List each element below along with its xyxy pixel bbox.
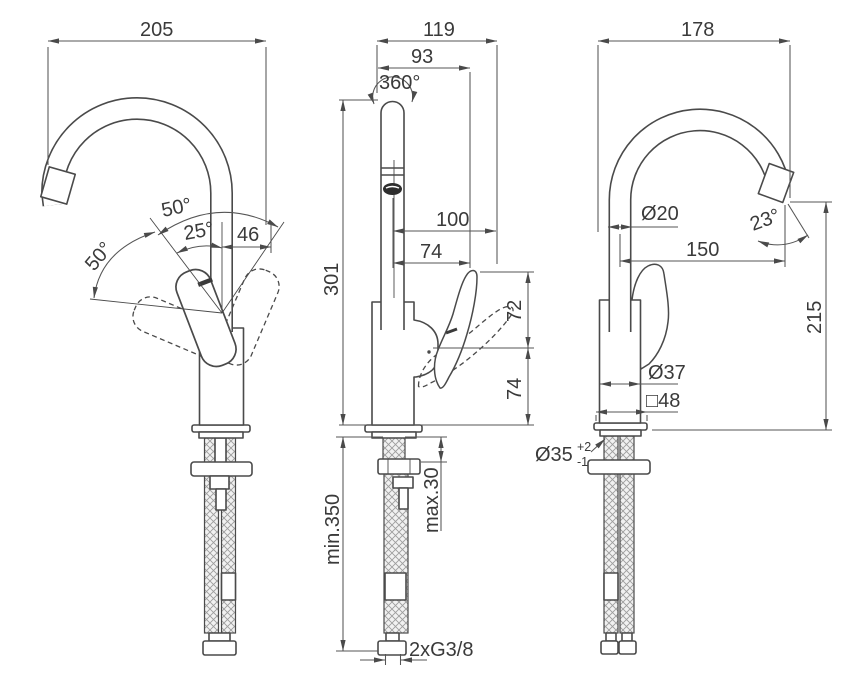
side-handle-positions — [417, 269, 514, 389]
side-base-flange — [364, 424, 423, 439]
dim-back-o35-tolerance: Ø35 +2 -1 — [535, 438, 606, 469]
front-mounting-nut — [209, 475, 230, 490]
dim-label-360deg: 360° — [379, 72, 420, 94]
dim-side-max30: max.30 — [421, 436, 447, 533]
dim-label-o20: Ø20 — [641, 203, 679, 225]
front-spout — [39, 97, 233, 332]
dim-label-74-height: 74 — [504, 378, 526, 400]
front-threaded-stud — [215, 488, 227, 511]
front-view: 205 50° 25° 50° 46 — [39, 19, 285, 656]
dim-front-angle-25: 25° — [176, 218, 223, 254]
dim-side-100: 100 — [392, 198, 497, 268]
side-threaded-stud — [398, 487, 409, 510]
dim-label-46: 46 — [237, 224, 259, 246]
dim-back-o20: Ø20 — [607, 203, 679, 230]
dim-side-min350: min.350 — [322, 436, 447, 652]
front-hose-fitting-neck — [208, 632, 231, 642]
dim-label-205: 205 — [140, 19, 173, 41]
dim-front-overall-width: 205 — [47, 19, 267, 225]
front-supply-hoses — [190, 437, 253, 656]
dim-side-74-horizontal: 74 — [392, 241, 471, 266]
dim-label-25deg: 25° — [182, 218, 216, 245]
dim-side-301: 301 — [321, 99, 534, 426]
dim-label-max30: max.30 — [421, 467, 443, 533]
dim-back-215: 215 — [652, 201, 832, 431]
dim-label-150: 150 — [686, 239, 719, 261]
dim-label-178: 178 — [681, 19, 714, 41]
dim-label-o35-plus: +2 — [577, 440, 591, 454]
back-base-flange — [593, 422, 648, 437]
side-hose-fitting — [377, 640, 407, 656]
dim-label-2xg38: 2xG3/8 — [409, 639, 473, 661]
dim-label-o35: Ø35 — [535, 444, 573, 466]
side-view: 119 93 360° 100 74 301 — [321, 19, 534, 665]
front-spout-nozzle — [39, 166, 77, 205]
back-hose-fitting — [600, 640, 619, 655]
dim-side-74-vertical: 74 — [504, 347, 531, 426]
dim-side-93: 93 — [377, 46, 471, 268]
back-hose-fitting — [618, 640, 637, 655]
side-handle-indicator — [445, 327, 458, 335]
dim-label-72: 72 — [504, 300, 526, 322]
side-stud-nut — [392, 476, 414, 489]
back-mounting-crossbar — [587, 459, 651, 475]
dim-side-360: 360° — [367, 72, 420, 105]
dim-label-sq48: □48 — [646, 390, 680, 412]
dim-label-215: 215 — [804, 301, 826, 334]
side-supply-hoses — [377, 436, 421, 656]
front-mounting-crossbar — [190, 461, 253, 477]
dim-label-301: 301 — [321, 263, 343, 296]
side-mounting-nut — [377, 458, 421, 475]
back-view: 178 Ø20 23° 150 215 Ø37 — [535, 19, 832, 655]
side-hose-fitting-neck — [385, 632, 400, 642]
dim-back-178: 178 — [597, 19, 791, 232]
front-hose-fitting — [202, 640, 237, 656]
back-spout — [608, 108, 795, 332]
dim-label-74-reach: 74 — [420, 241, 442, 263]
dim-label-o37: Ø37 — [648, 362, 686, 384]
side-aerator — [383, 183, 402, 195]
dim-side-119: 119 — [376, 19, 498, 264]
front-base-flange — [191, 424, 251, 439]
back-spout-nozzle — [757, 162, 795, 204]
dim-label-min350: min.350 — [322, 494, 344, 565]
dim-side-connection: 2xG3/8 — [360, 639, 473, 665]
front-handle-positions — [132, 268, 280, 368]
dim-back-sq48: □48 — [595, 390, 680, 421]
dim-label-100: 100 — [436, 209, 469, 231]
dim-back-150: 150 — [619, 234, 786, 267]
side-handle-pivot — [427, 350, 431, 354]
dim-label-o35-minus: -1 — [577, 455, 588, 469]
dim-label-93: 93 — [411, 46, 433, 68]
dim-side-72: 72 — [433, 271, 534, 349]
dim-back-o37: Ø37 — [599, 362, 686, 387]
back-body — [598, 299, 642, 424]
dim-label-119: 119 — [423, 19, 455, 41]
front-handle-indicator — [197, 277, 214, 287]
dim-front-46: 46 — [221, 224, 272, 253]
